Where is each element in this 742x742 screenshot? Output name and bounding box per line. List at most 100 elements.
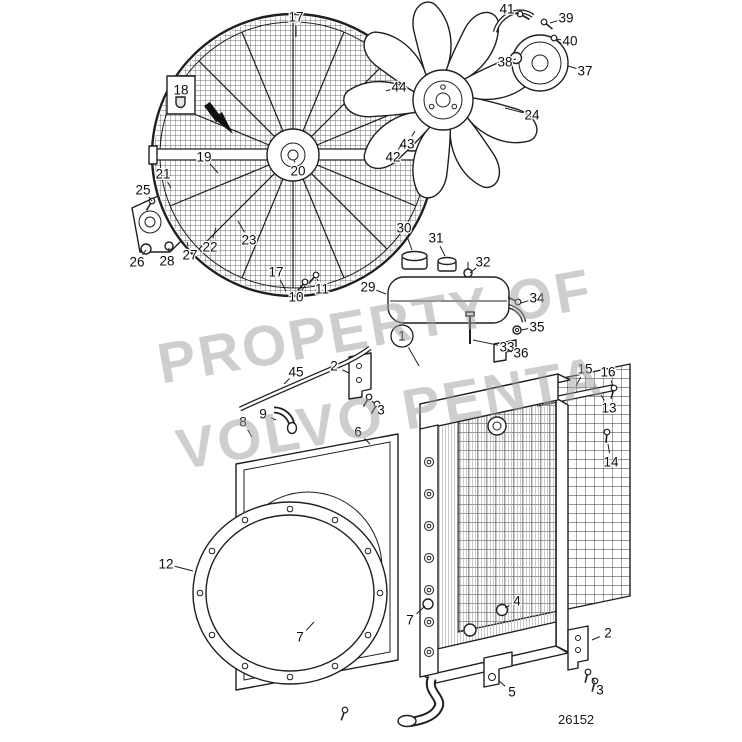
callout-5: 5 (508, 685, 516, 700)
callout-10: 10 (288, 290, 303, 305)
radiator-header-front (419, 373, 559, 431)
core-pad (422, 598, 434, 610)
callout-11: 11 (315, 282, 329, 297)
callout-20: 20 (290, 164, 305, 179)
callout-8: 8 (239, 415, 247, 430)
leader-line (301, 285, 306, 291)
leader-line (600, 394, 605, 401)
callout-36: 36 (513, 346, 528, 361)
fan-ring (192, 501, 388, 685)
callout-15: 15 (577, 362, 592, 377)
leader-line (141, 249, 147, 256)
callout-3: 3 (596, 683, 604, 698)
callout-33: 33 (499, 340, 514, 355)
flange-bolt-holes (424, 457, 434, 657)
callout-23: 23 (241, 233, 256, 248)
callout-30: 30 (396, 221, 411, 236)
leader-line (406, 236, 413, 251)
leader-line (376, 289, 387, 295)
leader-line (567, 65, 577, 69)
callout-32: 32 (475, 255, 490, 270)
fan (343, 1, 538, 199)
leader-line (283, 378, 290, 385)
callout-circle (390, 324, 414, 348)
filler-elbow (273, 406, 298, 435)
leader-line (506, 350, 513, 353)
leader-line (520, 328, 529, 331)
leader-line (148, 196, 153, 202)
leader-line (591, 677, 596, 683)
callout-1: 1 (398, 329, 406, 344)
leader-line (247, 429, 253, 438)
leader-line (407, 347, 420, 367)
callout-2: 2 (330, 359, 338, 374)
tank-body (387, 276, 510, 324)
callout-26: 26 (129, 255, 144, 270)
leader-line (513, 58, 517, 61)
damper-hub (509, 51, 523, 65)
grille-tab-left (148, 145, 158, 165)
leader-line (498, 680, 506, 687)
foot-bracket (483, 651, 513, 688)
tank-cap-large (401, 250, 428, 270)
leader-line (504, 605, 510, 609)
drain-boss (495, 603, 509, 617)
leader-line (439, 245, 446, 257)
callout-21: 21 (155, 167, 170, 182)
leader-line (371, 400, 375, 404)
callout-17: 17 (288, 10, 303, 25)
fan-guard-grille (148, 12, 437, 298)
leader-line (555, 38, 562, 41)
callout-4: 4 (513, 594, 521, 609)
washer-35 (512, 325, 522, 335)
callout-7: 7 (296, 630, 304, 645)
tank-long-bolt (465, 311, 475, 344)
callout-44: 44 (391, 80, 407, 95)
fan-hub (412, 69, 474, 131)
overflow-hose (238, 345, 372, 412)
tank-bracket (493, 339, 517, 363)
callout-6: 6 (354, 425, 362, 440)
leader-line (316, 278, 319, 282)
leader-line (416, 605, 426, 615)
leader-line (469, 267, 477, 274)
leader-line (549, 20, 558, 24)
callout-28: 28 (159, 254, 174, 269)
radiator (419, 373, 571, 684)
leader-line (167, 181, 172, 189)
leader-line (515, 11, 520, 15)
fan-blades (343, 1, 538, 199)
callout-14: 14 (603, 455, 619, 470)
radiator-left-flange (419, 424, 439, 678)
leader-line (305, 621, 315, 631)
leader-line (212, 227, 217, 239)
leader-line (270, 417, 277, 421)
leader-line (385, 89, 391, 92)
leader-line (591, 636, 600, 641)
lower-boss (463, 623, 477, 637)
callout-42: 42 (385, 150, 400, 165)
ring-bolt-holes (196, 505, 384, 681)
drawing-number: 26152 (558, 712, 595, 727)
callout-43: 43 (399, 137, 414, 152)
nut-26 (140, 243, 152, 255)
callout-9: 9 (259, 407, 267, 422)
callout-19: 19 (196, 150, 211, 165)
leader-line (472, 339, 499, 346)
leader-line (575, 376, 582, 387)
leader-line (167, 247, 170, 253)
grease-icon (175, 96, 186, 109)
bolt-3-icon (581, 667, 593, 685)
callout-22: 22 (202, 240, 217, 255)
callout-24: 24 (524, 108, 540, 123)
expansion-tank (387, 250, 527, 363)
callout-34: 34 (529, 291, 545, 306)
drain-pipe (397, 676, 445, 728)
leader-line (504, 107, 524, 114)
filler-neck-inner (492, 421, 502, 431)
callout-35: 35 (529, 320, 544, 335)
leader-line (411, 130, 416, 137)
grille-spokes (160, 22, 426, 288)
